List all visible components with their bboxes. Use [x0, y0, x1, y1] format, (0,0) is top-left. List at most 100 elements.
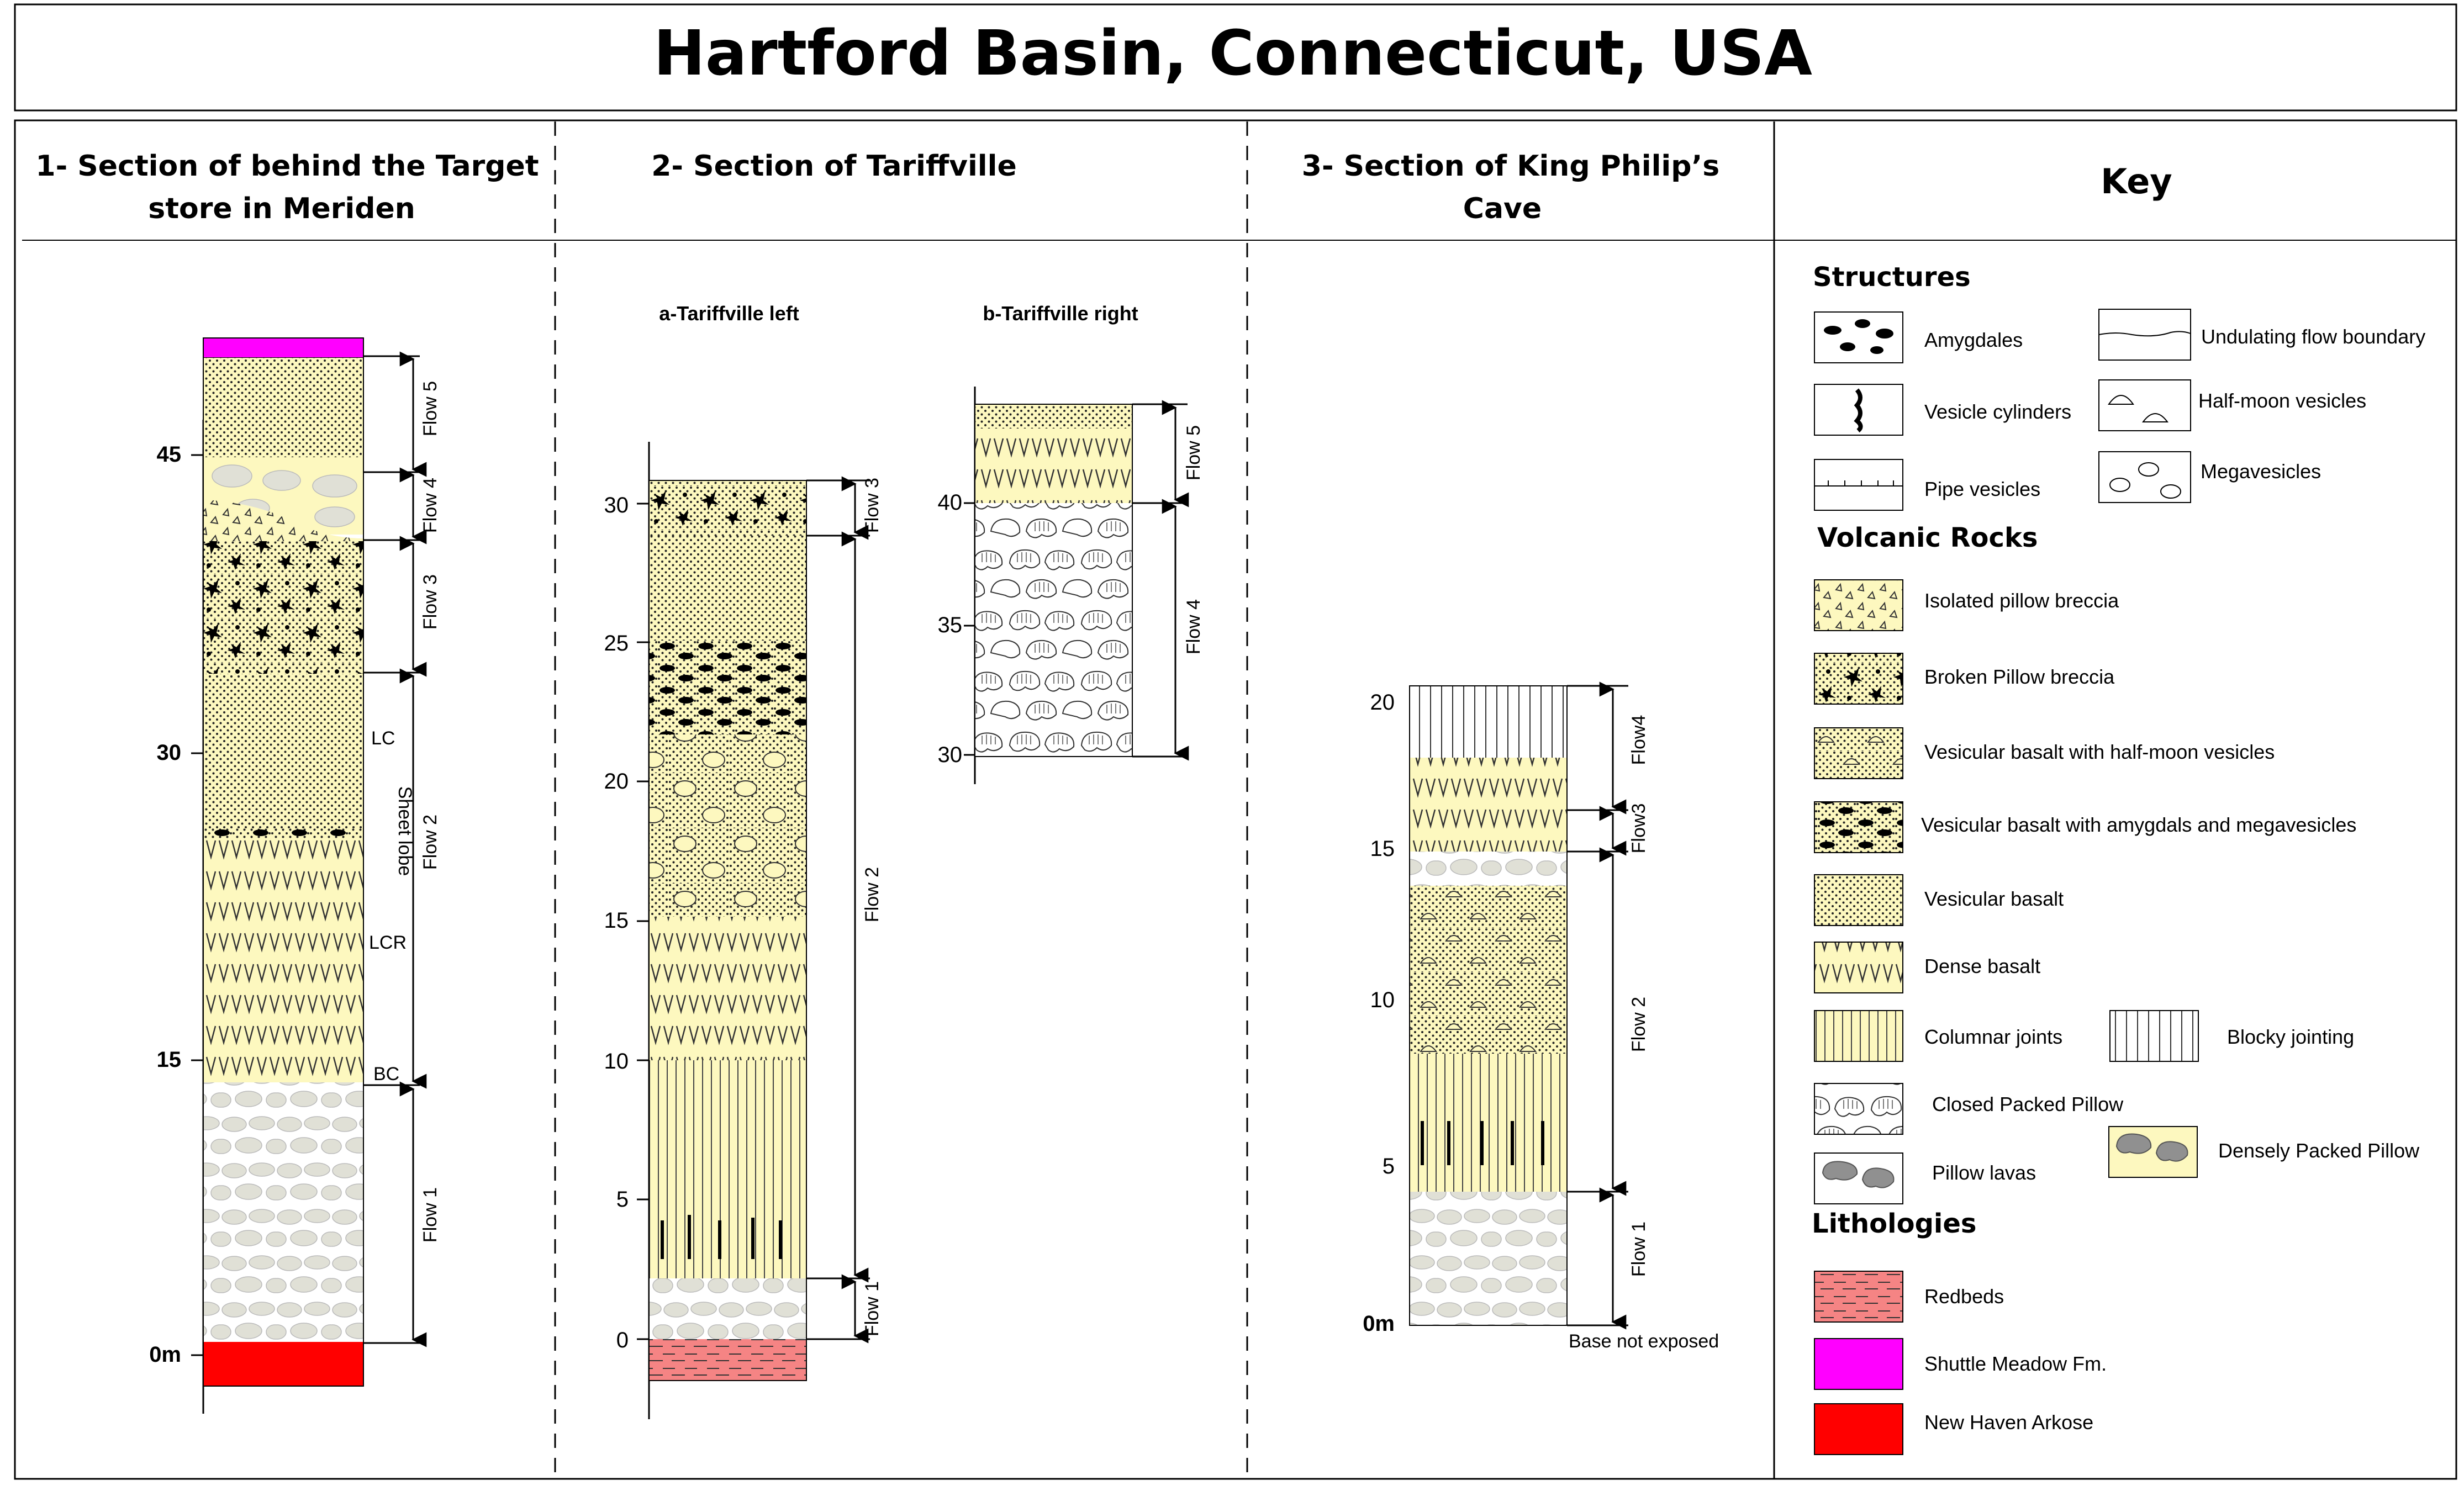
amygdales-icon: [1824, 319, 1893, 354]
s2a-tick-15: 15: [604, 908, 629, 933]
key-structures-heading: Structures: [1813, 262, 1971, 293]
key-swatch-columnar-joints: [1814, 1010, 1903, 1062]
pipe-vesicle-icon: [1814, 480, 1903, 487]
shuttle-meadow-layer: [203, 337, 364, 358]
half-moon-vesicle-icon: [2108, 395, 2168, 422]
s3-flow4-dense: [1410, 758, 1567, 810]
s2a-flow2-dense: [649, 917, 806, 1060]
s1-flow4: Flow 4: [420, 478, 441, 533]
s1-tick-30: 30: [157, 741, 182, 765]
s2b-flow5-vesicular: [975, 404, 1132, 429]
key-swatch-shuttle-meadow: [1814, 1338, 1903, 1390]
s2a-tick-10: 10: [604, 1049, 629, 1074]
section1-column: 0m 15 30 45 Flow 1 Flow 2 Flow 3 Flow 4 …: [149, 337, 441, 1414]
s2a-flow1: Flow 1: [862, 1281, 883, 1336]
s3-tick-0m: 0m: [1363, 1312, 1395, 1336]
key-swatch-half-moon: [2098, 379, 2191, 431]
s2a-flow2-vesicular-top: [649, 536, 806, 641]
key-swatch-broken-breccia: [1814, 653, 1903, 705]
section1-flow-labels: Flow 1 Flow 2 Flow 3 Flow 4 Flow 5 Sheet…: [369, 381, 441, 1242]
section2a-outline: [648, 480, 807, 1381]
section2a-title: a-Tariffville left: [659, 302, 799, 325]
key-swatch-amygdal-basalt: [1814, 801, 1903, 853]
section2b-flow-labels: Flow 4 Flow 5: [1183, 425, 1204, 654]
section2a-flow-brackets: [806, 476, 870, 1344]
s1-flow3: Flow 3: [420, 574, 441, 630]
s2b-flow4-closed-pillows: [975, 503, 1132, 757]
undulating-boundary-icon: [2098, 331, 2191, 337]
key-swatch-blocky-jointing: [2109, 1010, 2199, 1062]
section1-tick-labels: 0m 15 30 45: [149, 442, 181, 1367]
s3-vesicle-cylinders: [1421, 1121, 1544, 1165]
key-label-amygdal-basalt: Vesicular basalt with amygdals and megav…: [1921, 813, 2356, 836]
key-label-closed-pillow: Closed Packed Pillow: [1932, 1093, 2124, 1115]
key-swatch-closed-pillow: [1814, 1083, 1903, 1135]
key-swatch-isolated-breccia: [1814, 579, 1903, 631]
s3-flow1: Flow 1: [1628, 1222, 1649, 1277]
section2b-flow-brackets: [1132, 400, 1189, 761]
key-label-dense-basalt: Dense basalt: [1924, 955, 2040, 977]
s3-flow2: Flow 2: [1628, 997, 1649, 1052]
s2a-vesicle-cylinders: [661, 1215, 782, 1259]
s3-flow3-dense: [1410, 810, 1567, 852]
key-label-amygdales: Amygdales: [1924, 329, 2023, 351]
section2-header: 2- Section of Tariffville: [651, 150, 1016, 183]
s3-flow3: Flow3: [1628, 803, 1649, 854]
s1-tick-15: 15: [157, 1048, 182, 1072]
flow1-pillow-lavas: [203, 1082, 363, 1342]
key-label-vesicular-basalt: Vesicular basalt: [1924, 887, 2064, 910]
key-label-vesicle-cylinders: Vesicle cylinders: [1924, 400, 2071, 423]
s3-flow4: Flow4: [1628, 715, 1649, 765]
title-frame: [14, 3, 2457, 112]
key-swatch-new-haven-arkose: [1814, 1403, 1903, 1455]
s2a-tick-20: 20: [604, 769, 629, 794]
pillow-lava-icon: [1822, 1161, 1895, 1188]
key-label-isolated-breccia: Isolated pillow breccia: [1924, 589, 2119, 612]
section3-flow-labels: Flow 1 Flow 2 Flow3 Flow4: [1628, 715, 1649, 1277]
s3-base-note: Base not exposed: [1569, 1331, 1719, 1352]
key-header: Key: [2101, 161, 2172, 202]
section3-header-line2: Cave: [1463, 192, 1542, 225]
s1-tick-0m: 0m: [149, 1342, 181, 1367]
s2a-flow2-amygdales: [649, 641, 806, 734]
s2a-tick-25: 25: [604, 631, 629, 655]
s3-flow2-columnar: [1410, 1054, 1567, 1192]
s2a-tick-30: 30: [604, 493, 629, 517]
s2b-flow4: Flow 4: [1183, 599, 1204, 654]
s2a-tick-0: 0: [616, 1328, 629, 1352]
key-label-undulating-boundary: Undulating flow boundary: [2201, 325, 2425, 348]
s3-flow4-blocky: [1410, 686, 1567, 758]
flow5-vesicular: [203, 358, 363, 474]
s1-tick-45: 45: [157, 442, 182, 467]
flow2-vesicular: [203, 674, 363, 834]
s3-tick-5: 5: [1383, 1154, 1395, 1178]
section1-outline: [203, 337, 364, 1387]
s1-flow2: Flow 2: [420, 815, 441, 870]
s1-label-bc: BC: [373, 1064, 399, 1085]
s2a-flow3: Flow 3: [862, 478, 883, 533]
s1-label-lcr: LCR: [369, 932, 407, 953]
s3-tick-10: 10: [1370, 988, 1395, 1012]
key-panel: Structures Amygdales Vesicle cylinders P…: [1812, 262, 2425, 1455]
key-label-pipe-vesicles: Pipe vesicles: [1924, 478, 2040, 500]
key-volcanic-heading: Volcanic Rocks: [1817, 522, 2038, 553]
s1-flow5: Flow 5: [420, 381, 441, 436]
s1-label-lc: LC: [371, 728, 395, 749]
section1-flow-brackets: [363, 351, 427, 1347]
key-label-half-moon: Half-moon vesicles: [2198, 389, 2366, 412]
section2b-outline: [974, 404, 1133, 757]
densely-packed-pillow-icon: [2115, 1133, 2188, 1162]
s2a-flow3-breccia: [649, 480, 806, 536]
s3-flow1-pillows: [1410, 1192, 1567, 1325]
key-label-densely-packed-pillow: Densely Packed Pillow: [2218, 1139, 2420, 1162]
s2b-tick-40: 40: [938, 490, 963, 515]
s3-flow3-pillows: [1410, 852, 1567, 886]
key-swatch-undulating-boundary: [2098, 309, 2191, 361]
key-swatch-redbeds: [1814, 1271, 1903, 1323]
s2a-flow2: Flow 2: [862, 867, 883, 922]
section3-outline: [1409, 685, 1568, 1326]
section1-ticks: [191, 454, 203, 1356]
section2b-title: b-Tariffville right: [983, 302, 1138, 325]
key-swatch-pipe-vesicles: [1814, 459, 1903, 511]
